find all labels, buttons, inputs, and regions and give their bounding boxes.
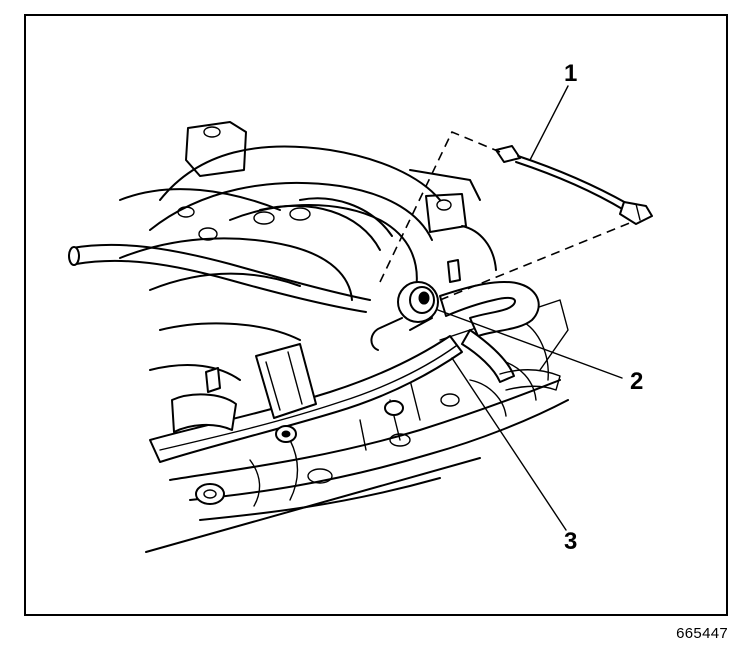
- callout-1: 1: [564, 60, 578, 87]
- intake-manifold: [119, 121, 569, 553]
- fuel-rail: [149, 259, 463, 463]
- right-hose: [439, 280, 561, 391]
- leader-lines: [437, 85, 623, 531]
- fuel-pressure-sensor: [370, 281, 439, 351]
- alignment-lines: [379, 130, 633, 301]
- upper-hose: [68, 243, 371, 313]
- callout-2: 2: [630, 368, 644, 395]
- diagram-frame: [24, 14, 728, 616]
- sensor-connector: [495, 145, 653, 225]
- figure-number: 665447: [676, 625, 728, 642]
- callout-3: 3: [564, 528, 578, 555]
